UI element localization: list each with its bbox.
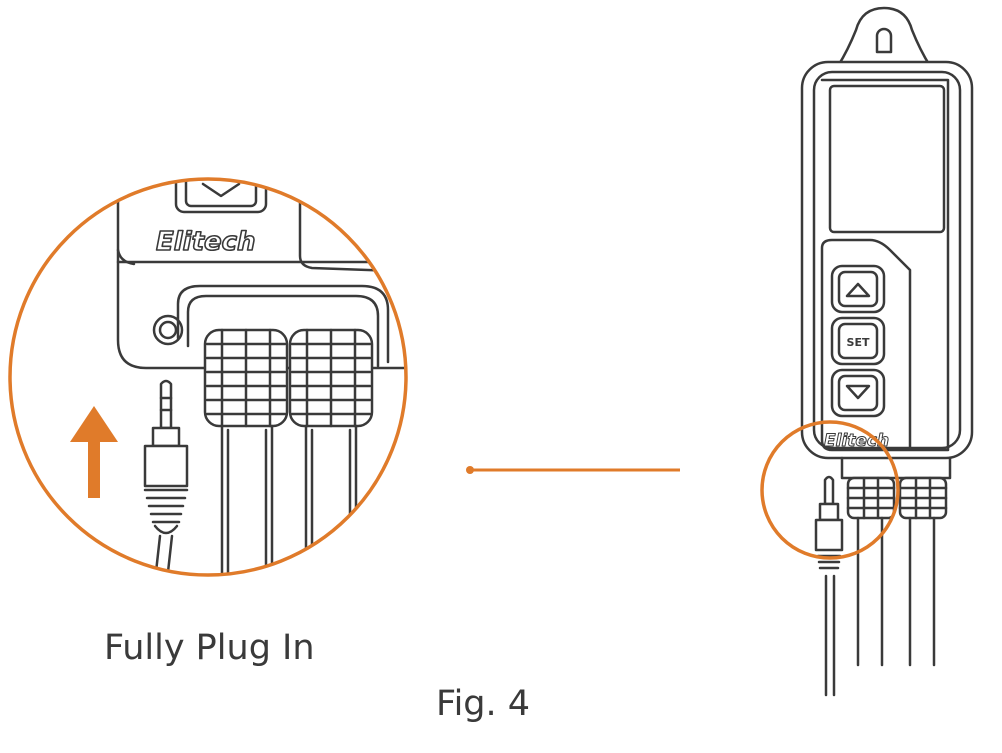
device: Elitech SET: [800, 6, 974, 697]
chevron-up-icon: [845, 282, 871, 298]
zoom-circle: [8, 177, 408, 577]
audio-jack-plug: [143, 379, 189, 575]
brand-logo: Elitech: [156, 227, 256, 257]
insert-arrow-icon: [70, 406, 118, 498]
up-button[interactable]: [830, 264, 886, 314]
device-audio-jack: [814, 475, 844, 697]
chevron-down-icon: [845, 384, 871, 400]
keyhole-icon: [875, 27, 893, 54]
set-button-label: SET: [847, 336, 870, 349]
plug-in-caption: Fully Plug In: [104, 628, 315, 668]
cable-gland-right: [288, 328, 374, 428]
down-button[interactable]: [830, 368, 886, 418]
display-screen: [828, 84, 946, 234]
set-button[interactable]: [830, 316, 886, 366]
zoom-detail: Elitech: [116, 179, 406, 575]
device-cable-glands: [846, 476, 948, 520]
callout-connector: [466, 466, 680, 474]
callout-circle: [760, 420, 900, 560]
cable-gland-left: [203, 328, 289, 428]
figure-caption: Fig. 4: [436, 684, 531, 724]
hanger-tab: [836, 6, 932, 68]
